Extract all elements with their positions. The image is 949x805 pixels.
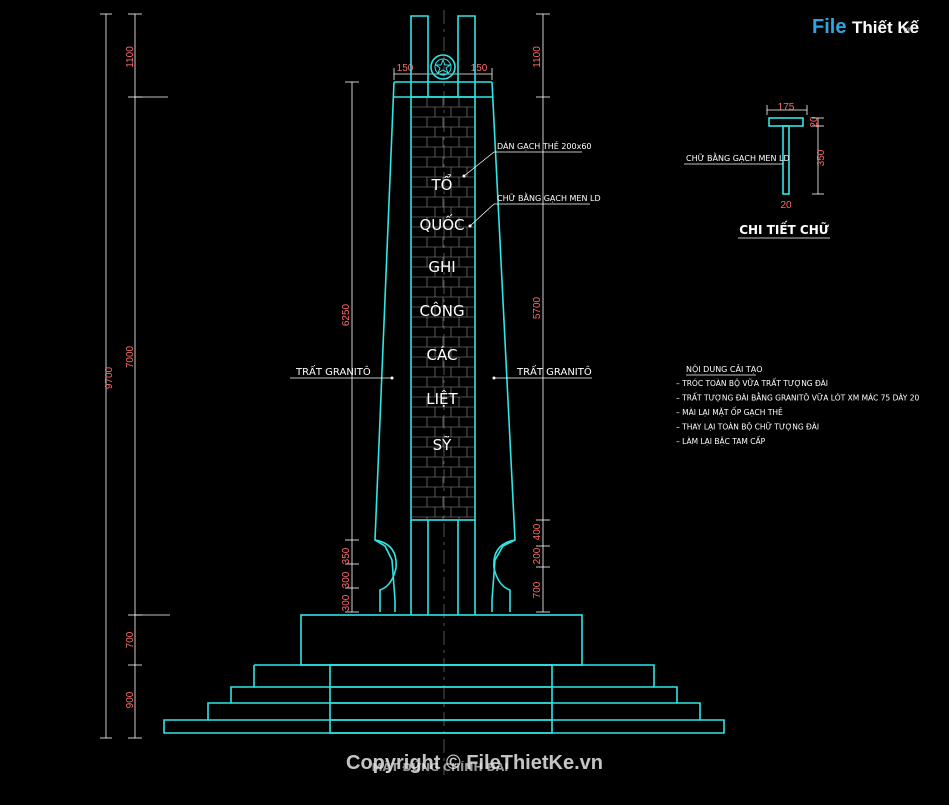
inner-right-dimension-lines — [536, 13, 550, 613]
dim-inner-right-200: 200 — [532, 547, 543, 564]
bottom-title: MẶT ĐỨNG CHÍNH ĐÀI — [372, 760, 509, 774]
label-granite-left: TRẤT GRANITÔ — [295, 364, 371, 378]
letter-detail-drawing — [684, 105, 824, 195]
inner-left-dimension-lines — [345, 81, 359, 613]
inscription-word: SỸ — [433, 435, 453, 454]
brand-logo: File Thiết Kế .vn — [812, 12, 922, 46]
detail-label: CHỮ BẰNG GẠCH MEN LD — [686, 151, 790, 164]
notes-list: – TRÓC TOÀN BỘ VỮA TRẤT TƯỢNG ĐÀI – TRẤT … — [676, 378, 920, 446]
inscription-word: TỔ — [431, 173, 453, 194]
brick-hatching — [411, 97, 475, 520]
inscription-word: CÁC — [427, 345, 458, 364]
monument-inscription: TỔ QUỐC GHI CÔNG CÁC LIỆT SỸ — [419, 173, 464, 454]
dim-inner-left-300b: 300 — [341, 594, 352, 611]
left-dimension-lines — [100, 13, 170, 739]
dim-left-middle: 7000 — [125, 345, 136, 368]
copyright-watermark: Copyright © FileThietKe.vn — [346, 752, 603, 774]
notes-heading: NỘI DUNG CẢI TẠO — [686, 363, 763, 375]
dim-inner-right-upper: 5700 — [532, 296, 543, 319]
detail-width: 175 — [778, 102, 795, 113]
detail-thickness: 20 — [809, 116, 820, 128]
notes-item: – LÀM LẠI BẬC TAM CẤP — [676, 436, 766, 446]
leaders — [290, 151, 592, 380]
dim-left-base: 700 — [125, 631, 136, 648]
inscription-word: LIỆT — [426, 389, 458, 408]
dim-top-right: 150 — [471, 63, 488, 74]
detail-stem: 20 — [780, 200, 792, 211]
notes-item: – TRÓC TOÀN BỘ VỮA TRẤT TƯỢNG ĐÀI — [676, 378, 828, 388]
star-emblem-icon — [430, 54, 456, 80]
notes-item: – MÀI LẠI MẶT ỐP GẠCH THẺ — [676, 407, 783, 417]
inscription-word: CÔNG — [419, 301, 464, 320]
label-brick: DÁN GẠCH THẺ 200x60 — [497, 140, 592, 152]
logo-tld: .vn — [900, 25, 914, 36]
monument-base — [163, 614, 725, 734]
notes-item: – TRẤT TƯỢNG ĐÀI BẰNG GRANITÔ VỮA LÓT XM… — [676, 393, 920, 403]
dim-inner-right-400: 400 — [532, 523, 543, 540]
dim-inner-left-upper: 6250 — [341, 303, 352, 326]
dim-left-total: 9700 — [104, 366, 115, 389]
detail-height: 350 — [816, 149, 827, 166]
notes-item: – THAY LẠI TOÀN BỘ CHỮ TƯỢNG ĐÀI — [676, 423, 819, 432]
dim-left-steps: 900 — [125, 691, 136, 708]
label-granite-right: TRẤT GRANITÔ — [516, 364, 592, 378]
logo-part1: File — [812, 16, 847, 38]
dim-inner-left-300a: 300 — [341, 571, 352, 588]
label-letters: CHỮ BẰNG GẠCH MEN LD — [497, 191, 601, 204]
dim-inner-right-top: 1100 — [532, 46, 543, 68]
dim-top-left: 150 — [397, 63, 414, 74]
inscription-word: QUỐC — [419, 213, 464, 234]
dim-inner-right-700: 700 — [532, 581, 543, 598]
inscription-word: GHI — [428, 258, 455, 276]
detail-title: CHI TIẾT CHỮ — [739, 221, 829, 237]
dim-inner-left-350: 350 — [341, 547, 352, 564]
dim-left-top: 1100 — [125, 46, 136, 68]
logo-part2: Thiết Kế — [852, 18, 920, 37]
